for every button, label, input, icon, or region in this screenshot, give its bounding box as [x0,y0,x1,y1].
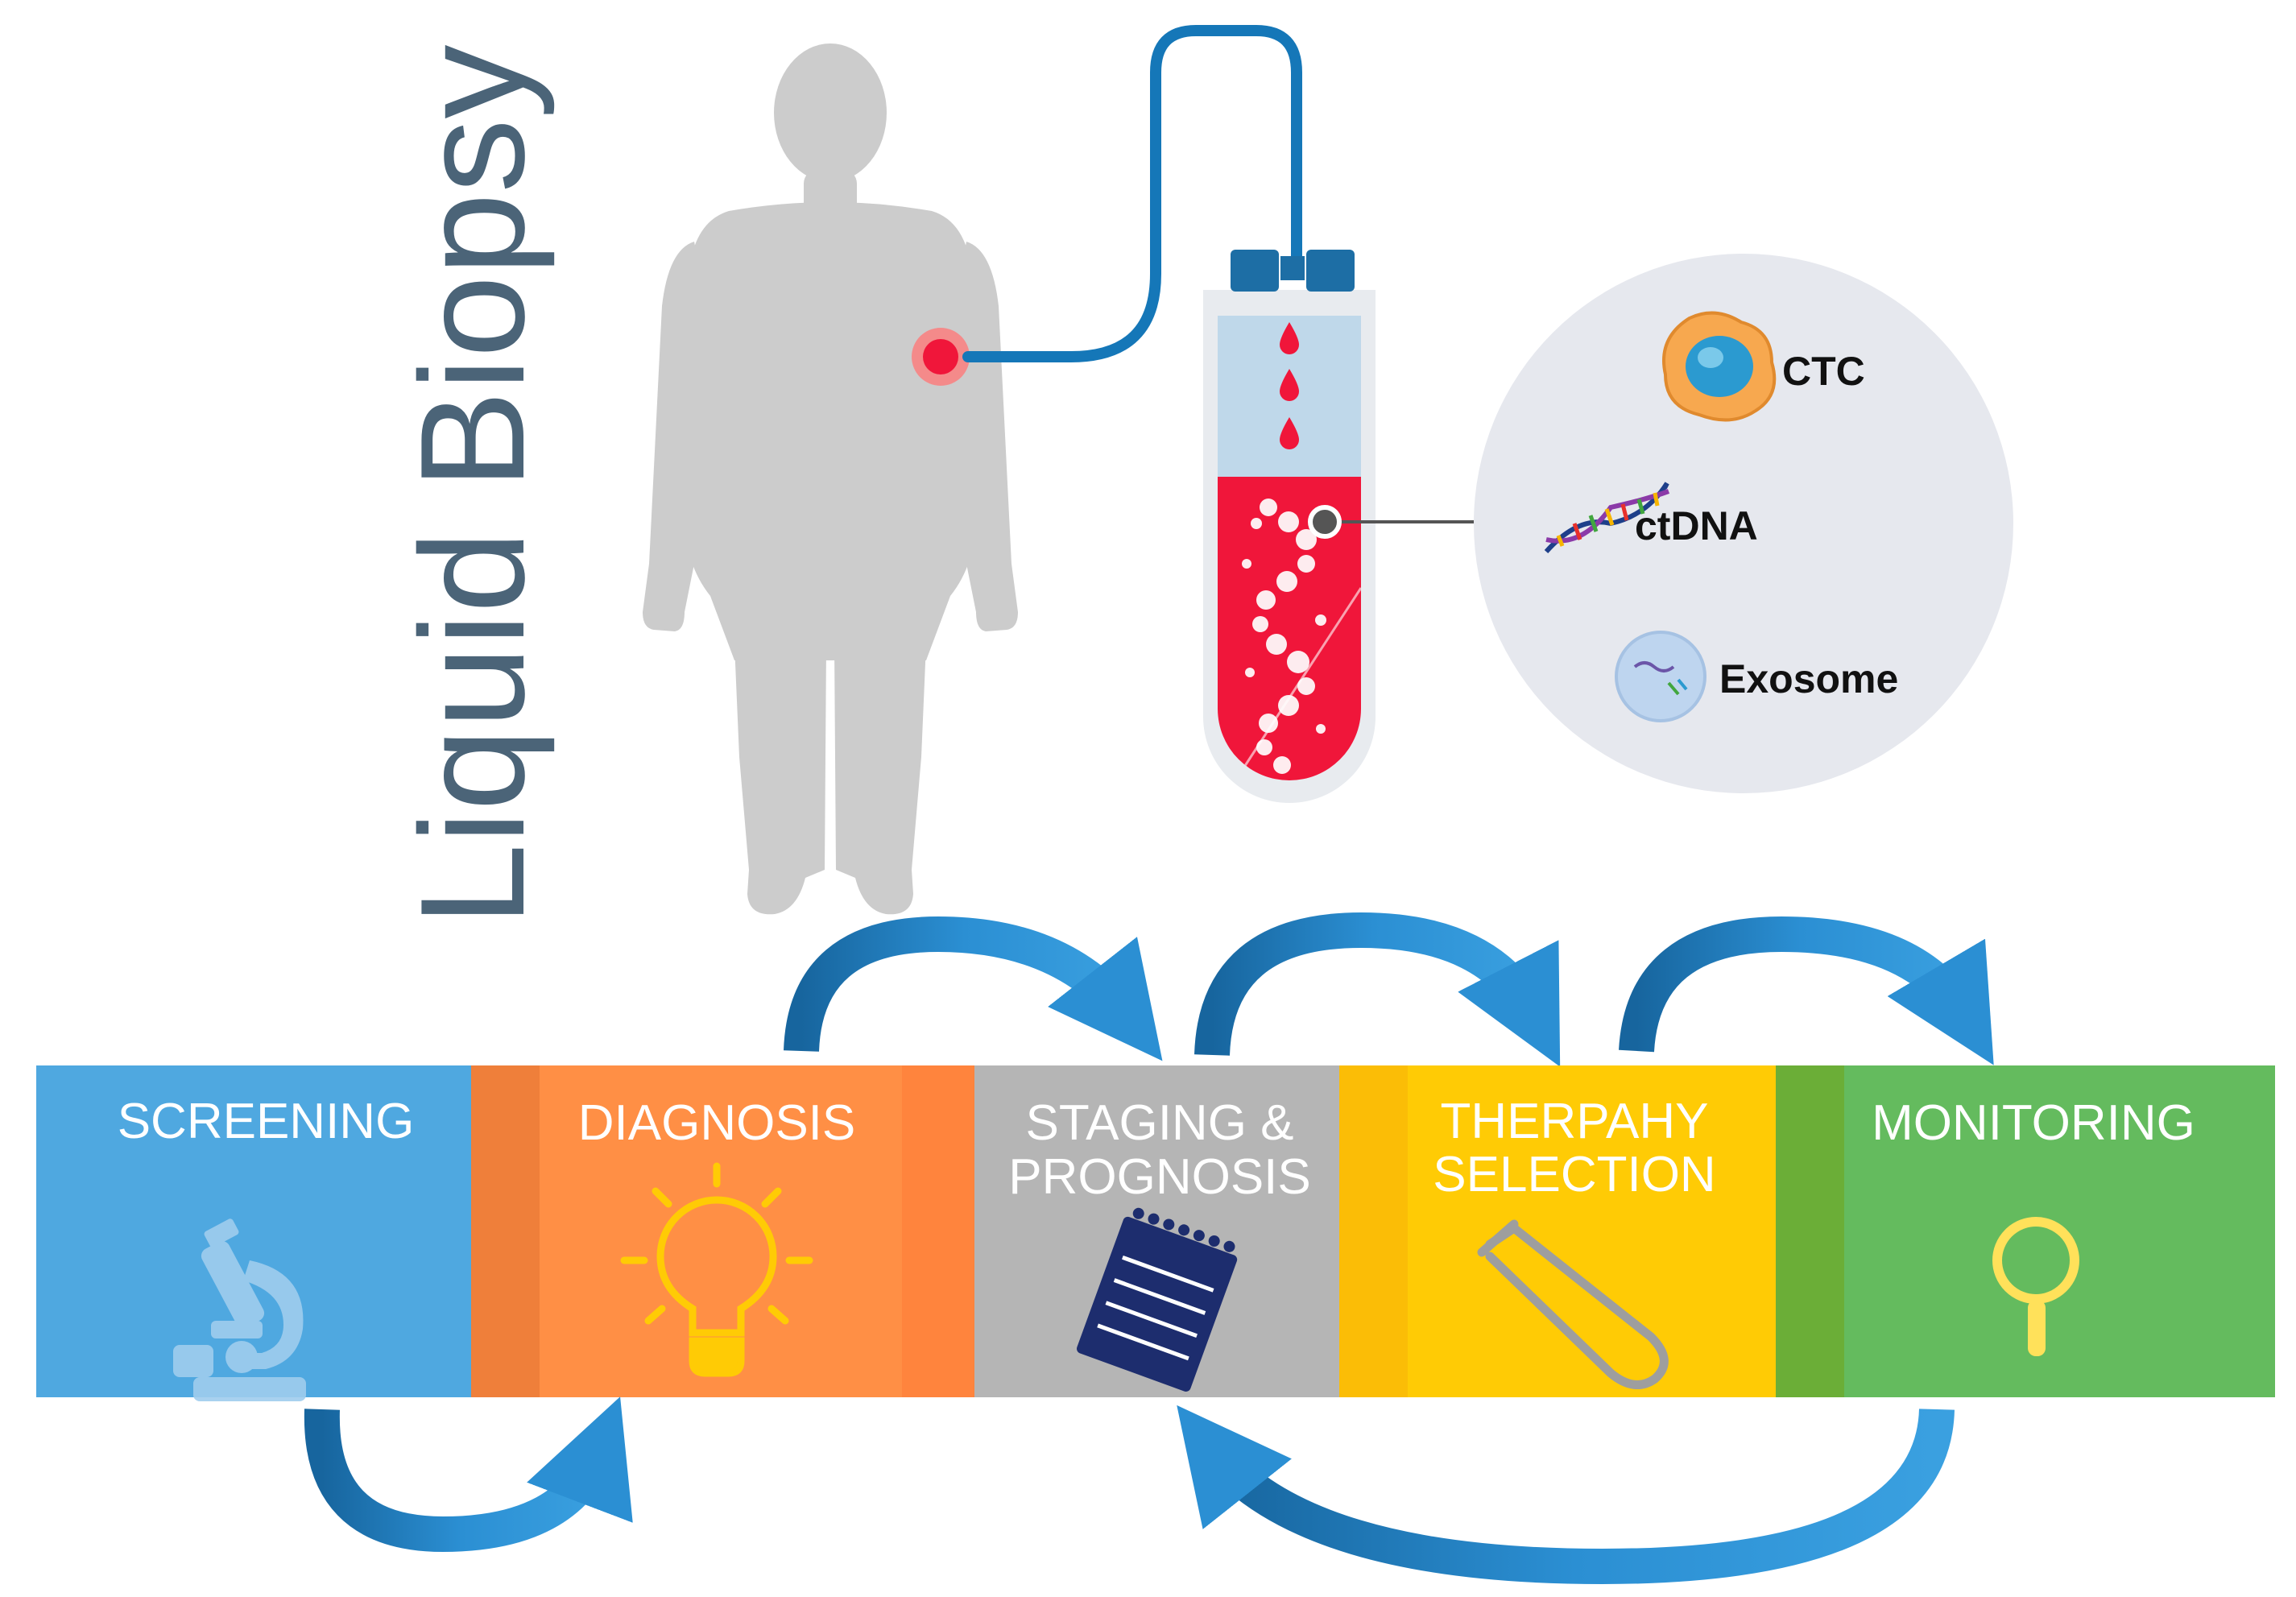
notepad-icon [1077,1207,1238,1392]
arrow-therapy-to-monitoring [1619,916,1994,1065]
tube-cap-right [1306,250,1355,292]
biomarker-bubble [1474,254,2013,793]
blood-test-tube-icon [1203,250,1376,803]
cycle-arrows-bottom [304,1396,1955,1585]
dna-helix-icon [1242,499,1326,774]
blood-draw-tube-line [962,25,1302,362]
blood-drop-icon [1280,322,1299,449]
stage-screening [36,1065,471,1397]
magnifier-icon [1992,1217,2079,1356]
microscope-icon [173,1218,306,1401]
tube-cap-left [1231,250,1279,292]
dna-icon [1544,482,1670,553]
arrow-staging-to-therapy [1194,912,1561,1067]
biomarker-label-ctc: CTC [1782,349,1865,394]
arrow-monitoring-to-staging [1177,1405,1955,1585]
human-silhouette-icon [643,43,1018,915]
stage-label-diagnosis: DIAGNOSIS [578,1095,856,1151]
cell-icon [1662,311,1777,422]
stage-label-monitoring: MONITORING [1872,1095,2195,1151]
test-tube-icon [1477,1219,1669,1389]
biomarker-label-exosome: Exosome [1719,656,1898,701]
cycle-arrows-top [784,912,1994,1067]
stage-label-therapy-line1: THERPAHY [1440,1094,1708,1149]
biomarker-label-ctdna: ctDNA [1635,503,1758,548]
stage-label-screening: SCREENING [118,1094,415,1149]
callout-dot [1308,505,1342,539]
arrow-diagnosis-to-staging [784,916,1163,1061]
stage-monitoring [1776,1065,2275,1397]
lightbulb-icon [620,1162,813,1377]
stage-therapy [1339,1065,1776,1397]
page-title: Liquid Biopsy [389,45,555,926]
stage-label-staging-line1: STAGING & [1025,1095,1293,1151]
stage-label-staging-line2: PROGNOSIS [1008,1149,1311,1205]
blood-draw-site-icon [912,328,970,386]
stage-label-therapy-line2: SELECTION [1433,1147,1715,1202]
exosome-icon [1615,631,1706,722]
arrow-screening-to-diagnosis [304,1396,633,1553]
